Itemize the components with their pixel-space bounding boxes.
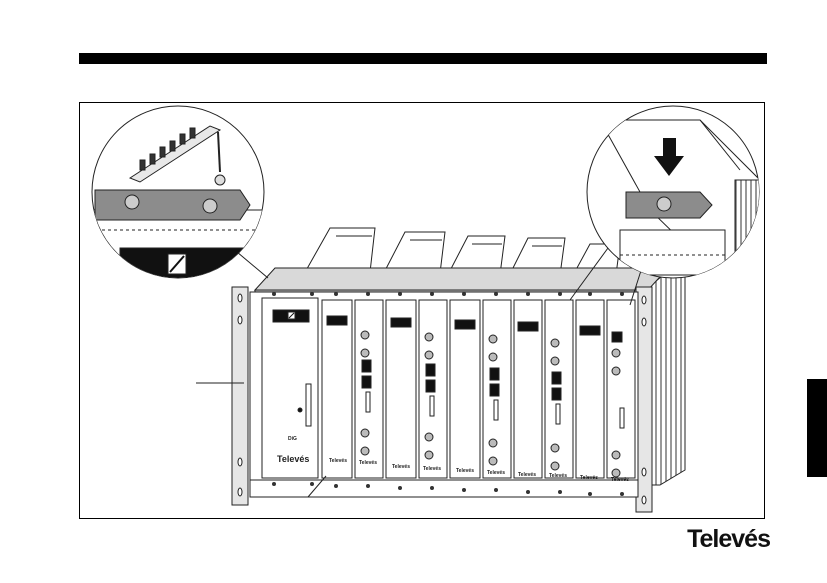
screw-icon: [202, 198, 218, 214]
svg-text:Televés: Televés: [329, 458, 347, 464]
figure-frame: [79, 102, 765, 519]
screw-icon: [214, 174, 226, 186]
left-mounting-bracket: [231, 286, 249, 506]
module-labels: Televés Televés Televés Televés Televés …: [329, 458, 629, 483]
screwdriver-icon: [217, 131, 221, 173]
left-detail-circle: [91, 105, 265, 279]
svg-text:Televés: Televés: [456, 468, 474, 474]
svg-text:Televés: Televés: [392, 464, 410, 470]
screw-icon: [124, 194, 140, 210]
psu-badge: DiG: [288, 436, 297, 442]
section-tab: [807, 379, 827, 477]
right-detail-circle: [586, 105, 760, 279]
down-arrow-icon: [654, 138, 684, 176]
svg-text:Televés: Televés: [549, 473, 567, 479]
screw-icon: [656, 196, 672, 212]
power-supply-module: [261, 297, 319, 479]
svg-text:Televés: Televés: [359, 460, 377, 466]
svg-text:Televés: Televés: [518, 472, 536, 478]
right-mounting-bracket: [635, 286, 653, 513]
rail-screws: [272, 292, 624, 496]
svg-text:Televés: Televés: [611, 477, 629, 483]
connector-modules: [354, 299, 636, 479]
svg-text:Televés: Televés: [580, 475, 598, 481]
psu-brand-label: Televés: [277, 454, 309, 464]
televes-logo: Televés: [687, 525, 771, 553]
svg-text:Televés: Televés: [487, 470, 505, 476]
svg-text:Televés: Televés: [423, 466, 441, 472]
header-rule: [79, 53, 767, 64]
blank-modules: [321, 299, 605, 479]
